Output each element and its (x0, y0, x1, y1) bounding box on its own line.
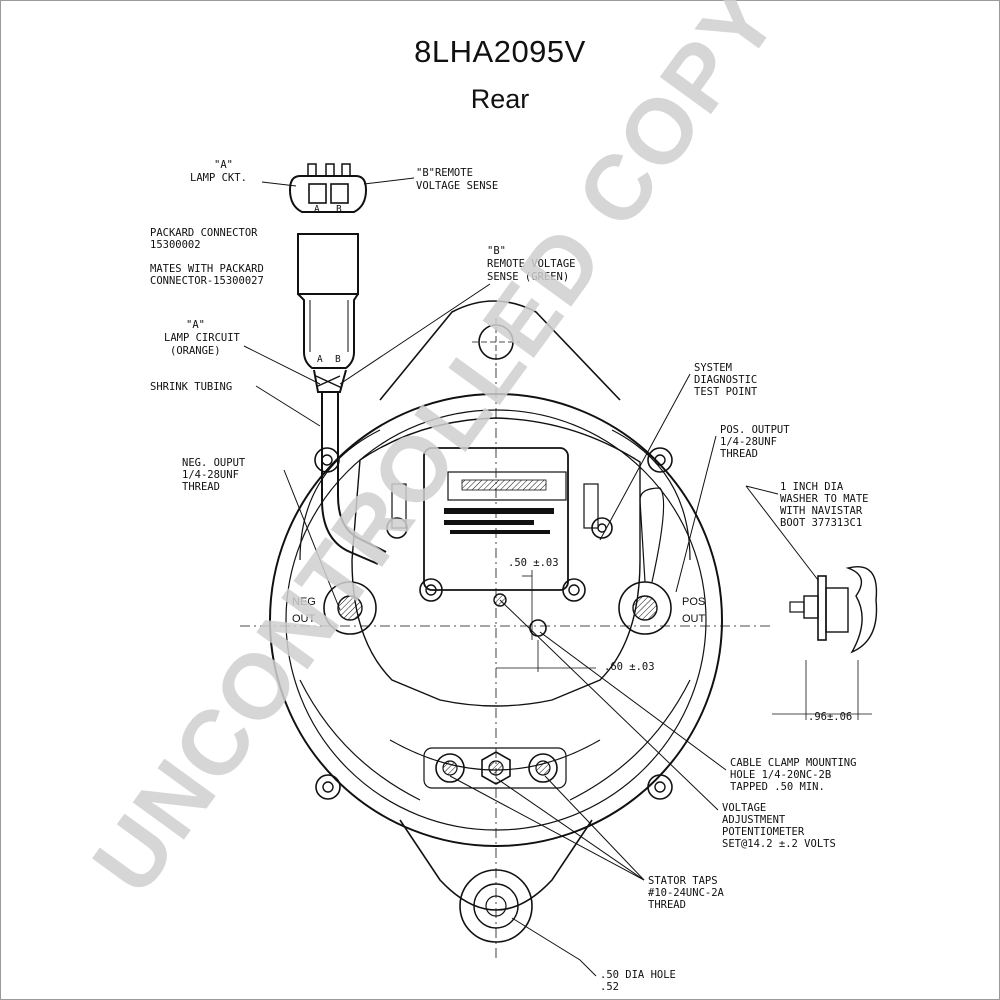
hole-label-1: .50 DIA HOLE (600, 969, 676, 981)
cable-clamp-label-2: HOLE 1/4-20NC-2B (730, 769, 831, 781)
hole-label-2: .52 (600, 981, 619, 993)
pos-output-label-2: 1/4-28UNF (720, 436, 777, 448)
pos-output-label-1: POS. OUTPUT (720, 424, 790, 436)
pos-output-label-3: THREAD (720, 448, 758, 460)
dim-horizontal: .60 ±.03 (604, 661, 655, 673)
packard-label-1: PACKARD CONNECTOR (150, 227, 258, 239)
lamp-circuit-label-1: "A" (186, 319, 205, 331)
voltage-adj-label-3: POTENTIOMETER (722, 826, 805, 838)
lamp-ckt-label-1: "A" (214, 159, 233, 171)
lamp-ckt-label-2: LAMP CKT. (190, 172, 247, 184)
diag-label-2: DIAGNOSTIC (694, 374, 757, 386)
remote-voltage-label-1: "B"REMOTE (416, 167, 473, 179)
washer-label-4: BOOT 377313C1 (780, 517, 862, 529)
model-number: 8LHA2095V (414, 34, 586, 69)
neg-output-label-2: 1/4-28UNF (182, 469, 239, 481)
view-label: Rear (470, 84, 530, 114)
stator-label-2: #10-24UNC-2A (648, 887, 725, 899)
pos-terminal-label-2: OUT (682, 613, 706, 625)
plug-pin-a: A (317, 354, 323, 365)
dim-washer-offset: .96±.06 (808, 711, 852, 723)
neg-terminal-label-2: OUT (292, 613, 316, 625)
washer-side-view: 1 INCH DIA WASHER TO MATE WITH NAVISTAR … (745, 481, 878, 654)
neg-terminal-label-1: NEG (292, 596, 316, 608)
voltage-adj-label-1: VOLTAGE (722, 802, 766, 814)
washer-label-3: WITH NAVISTAR (780, 505, 863, 517)
voltage-adj-label-4: SET@14.2 ±.2 VOLTS (722, 838, 836, 850)
connector-top-view: A B (261, 163, 415, 215)
lamp-circuit-label-3: (ORANGE) (170, 345, 221, 357)
lamp-circuit-label-2: LAMP CIRCUIT (164, 332, 241, 344)
shrink-tubing-label: SHRINK TUBING (150, 381, 232, 393)
stator-label-3: THREAD (648, 899, 686, 911)
connector-pin-a: A (314, 204, 320, 215)
remote-sense-label-3: SENSE (GREEN) (487, 271, 569, 283)
dimension-lines (496, 570, 872, 720)
diag-label-3: TEST POINT (694, 386, 758, 398)
neg-output-label-1: NEG. OUPUT (182, 457, 246, 469)
watermark: UNCONTROLLED COPY (74, 0, 798, 912)
dim-vertical: .50 ±.03 (508, 557, 559, 569)
alternator-housing (240, 300, 770, 960)
cable-clamp-label-1: CABLE CLAMP MOUNTING (730, 757, 856, 769)
mates-label-1: MATES WITH PACKARD (150, 263, 264, 275)
voltage-adj-label-2: ADJUSTMENT (722, 814, 786, 826)
diag-label-1: SYSTEM (694, 362, 732, 374)
neg-output-label-3: THREAD (182, 481, 220, 493)
stator-label-1: STATOR TAPS (648, 875, 718, 887)
remote-voltage-label-2: VOLTAGE SENSE (416, 180, 498, 192)
packard-label-2: 15300002 (150, 239, 201, 251)
remote-sense-label-1: "B" (487, 245, 506, 257)
connector-pin-b: B (336, 204, 342, 215)
cable-clamp-label-3: TAPPED .50 MIN. (730, 781, 825, 793)
pos-terminal-label-1: POS (682, 596, 705, 608)
mates-label-2: CONNECTOR-15300027 (150, 275, 264, 287)
plug-pin-b: B (335, 354, 341, 365)
washer-label-2: WASHER TO MATE (780, 493, 869, 505)
remote-sense-label-2: REMOTE VOLTAGE (487, 258, 576, 270)
washer-label-1: 1 INCH DIA (780, 481, 844, 493)
